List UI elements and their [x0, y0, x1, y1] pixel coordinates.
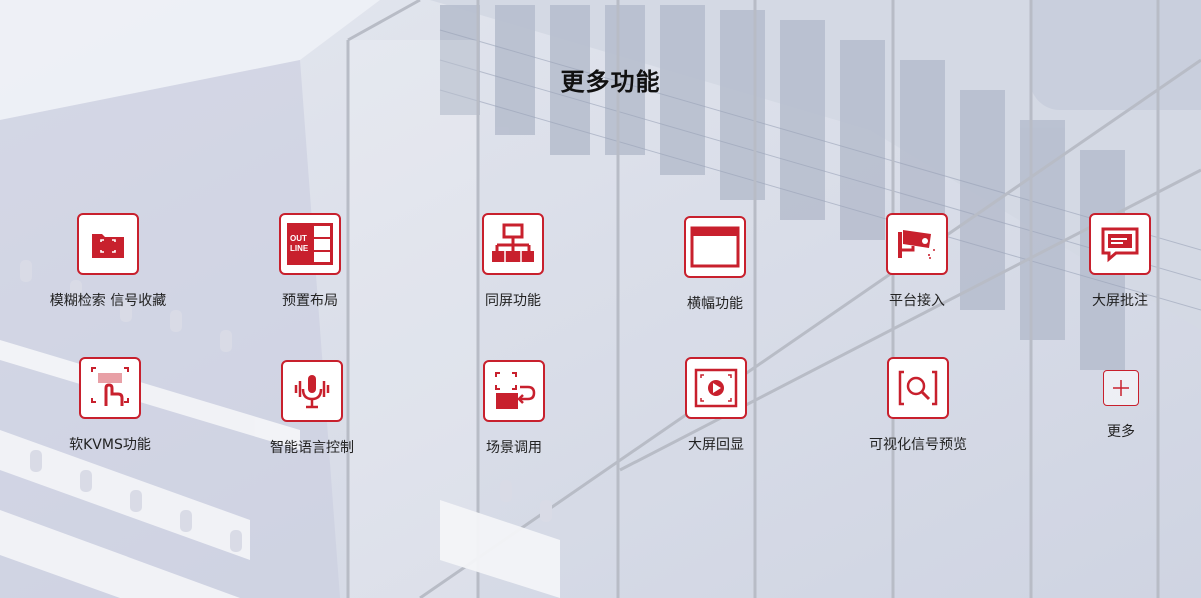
cctv-camera-icon[interactable]: [886, 213, 948, 275]
feature-label: 软KVMS功能: [69, 437, 151, 453]
feature-more[interactable]: 更多: [1021, 357, 1201, 441]
plus-icon[interactable]: [1103, 370, 1139, 406]
folder-search-icon[interactable]: [77, 213, 139, 275]
feature-fuzzy-search[interactable]: 模糊检索 信号收藏: [8, 213, 208, 310]
feature-soft-kvms[interactable]: 软KVMS功能: [10, 357, 210, 454]
feature-screen-echo[interactable]: 大屏回显: [616, 357, 816, 454]
microphone-voice-icon[interactable]: [281, 360, 343, 422]
touch-control-icon[interactable]: [79, 357, 141, 419]
magnifier-preview-icon[interactable]: [887, 357, 949, 419]
feature-label: 横幅功能: [687, 296, 743, 312]
feature-scene-recall[interactable]: 场景调用: [414, 360, 614, 457]
banner-window-icon[interactable]: [684, 216, 746, 278]
feature-platform-access[interactable]: 平台接入: [817, 213, 1017, 310]
feature-voice-control[interactable]: 智能语言控制: [212, 360, 412, 457]
video-play-icon[interactable]: [685, 357, 747, 419]
feature-label: 智能语言控制: [270, 440, 354, 456]
feature-preset-layout[interactable]: OUT LINE 预置布局: [210, 213, 410, 310]
feature-label: 模糊检索 信号收藏: [49, 293, 167, 309]
feature-banner[interactable]: 横幅功能: [615, 216, 815, 313]
feature-label: 场景调用: [486, 440, 542, 456]
feature-label: 更多: [1107, 424, 1135, 440]
feature-label: 可视化信号预览: [869, 437, 967, 453]
feature-label: 预置布局: [282, 293, 338, 309]
feature-screen-annotation[interactable]: 大屏批注: [1020, 213, 1201, 310]
outline-layout-icon[interactable]: OUT LINE: [279, 213, 341, 275]
feature-label: 同屏功能: [485, 293, 541, 309]
feature-label: 大屏批注: [1092, 293, 1148, 309]
page-title: 更多功能: [560, 68, 661, 96]
feature-signal-preview[interactable]: 可视化信号预览: [818, 357, 1018, 454]
svg-text:LINE: LINE: [290, 244, 309, 253]
network-topology-icon[interactable]: [482, 213, 544, 275]
scene-switch-icon[interactable]: [483, 360, 545, 422]
annotation-chat-icon[interactable]: [1089, 213, 1151, 275]
svg-text:OUT: OUT: [290, 234, 307, 243]
feature-label: 大屏回显: [688, 437, 744, 453]
feature-same-screen[interactable]: 同屏功能: [413, 213, 613, 310]
feature-label: 平台接入: [889, 293, 945, 309]
